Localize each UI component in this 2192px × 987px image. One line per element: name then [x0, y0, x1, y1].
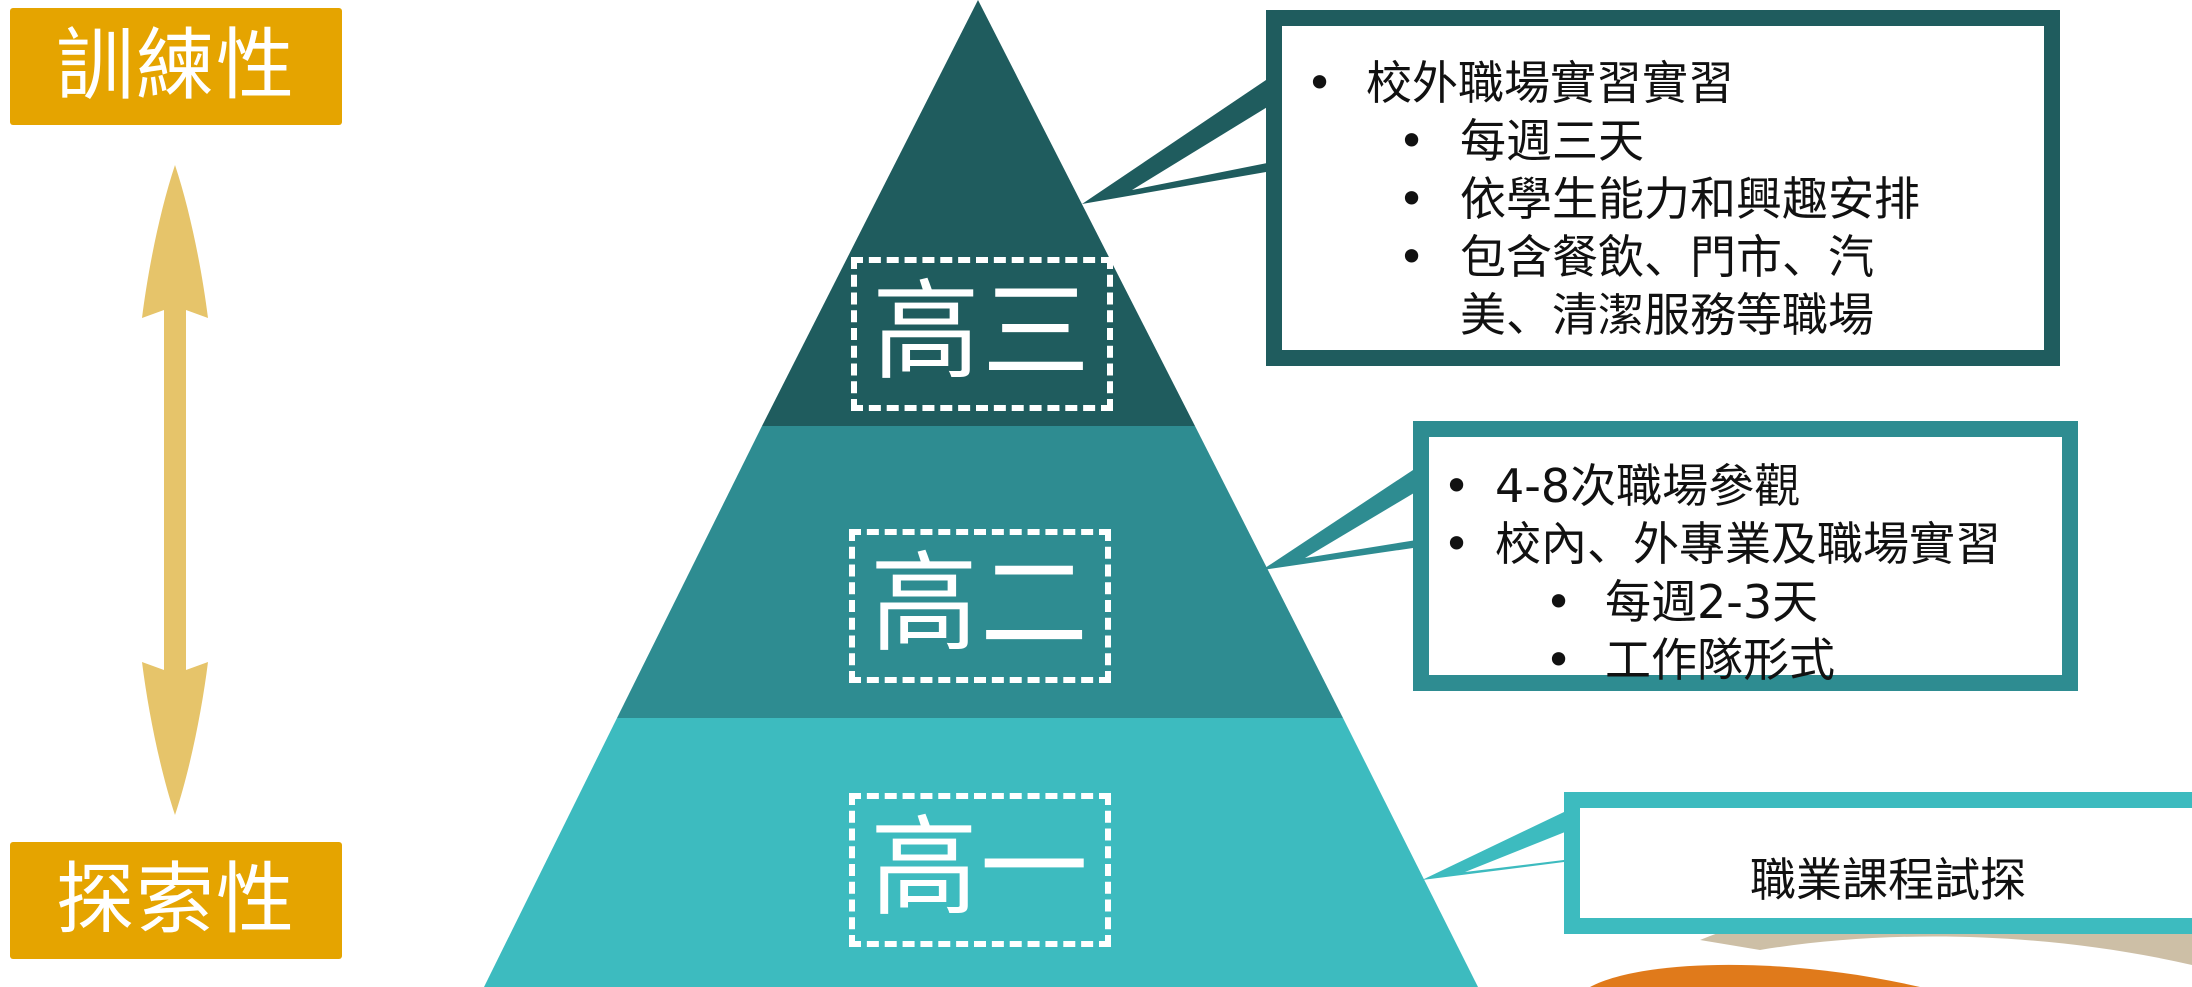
grade-label-senior3: 高三 [851, 257, 1113, 411]
callout-senior3-list: 校外職場實習實習 每週三天 依學生能力和興趣安排 包含餐飲、門市、汽美、清潔服務… [1282, 54, 2044, 344]
grade-label-senior1: 高一 [849, 793, 1111, 947]
pyramid-tier-middle [617, 426, 1343, 718]
list-item: 包含餐飲、門市、汽美、清潔服務等職場 [1282, 228, 1900, 344]
pyramid-tier-bottom [484, 718, 1478, 987]
double-arrow-icon [142, 165, 208, 815]
callout-senior2-list: 4-8次職場參觀 校內、外專業及職場實習 每週2-3天 工作隊形式 [1429, 457, 2062, 689]
list-item: 每週2-3天 [1429, 573, 2062, 631]
list-item: 每週三天 [1282, 112, 2044, 170]
list-item: 校內、外專業及職場實習 [1429, 515, 2062, 573]
callout-pointer-senior3 [1082, 80, 1266, 204]
exploration-tag: 探索性 [10, 842, 342, 959]
callout-pointer-senior3-inner [1132, 98, 1282, 190]
list-item: 校外職場實習實習 [1282, 54, 2044, 112]
grade-label-senior2: 高二 [849, 529, 1111, 683]
list-item: 工作隊形式 [1429, 631, 2062, 689]
callout-pointer-senior1-inner [1465, 826, 1580, 872]
list-item: 依學生能力和興趣安排 [1282, 170, 2044, 228]
callout-senior3: 校外職場實習實習 每週三天 依學生能力和興趣安排 包含餐飲、門市、汽美、清潔服務… [1266, 10, 2060, 366]
training-tag: 訓練性 [10, 8, 342, 125]
callout-pointer-senior2-inner [1305, 484, 1429, 558]
callout-senior1: 職業課程試探 [1564, 792, 2192, 934]
decor-swoosh-orange [1590, 964, 1920, 987]
callout-senior2: 4-8次職場參觀 校內、外專業及職場實習 每週2-3天 工作隊形式 [1413, 421, 2078, 691]
list-item: 4-8次職場參觀 [1429, 457, 2062, 515]
callout-senior1-text: 職業課程試探 [1750, 853, 2026, 907]
pyramid-tier-top [762, 0, 1195, 426]
